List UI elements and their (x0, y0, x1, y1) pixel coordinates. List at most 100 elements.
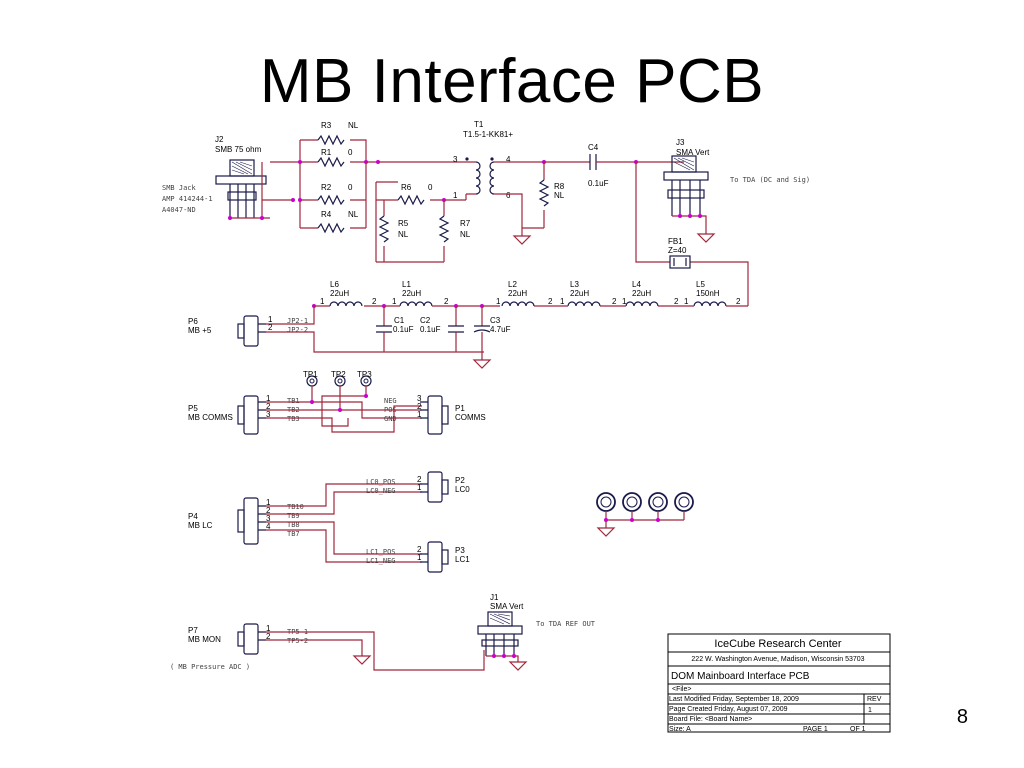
p6-pin1: 1 (268, 315, 273, 324)
p3-net-1: LC1_POS (366, 548, 396, 556)
title-block-size: Size: A (669, 726, 691, 733)
p1-pin2: 2 (417, 402, 422, 411)
p6-connector: 1 2 JP2-1 JP2-2 P6 MB +5 (188, 306, 484, 353)
l6-inductor (329, 301, 363, 307)
t1-value: T1.5-1-KK81+ (463, 130, 513, 139)
c1-value: 0.1uF (393, 325, 414, 334)
j1-ref: J1 (490, 593, 499, 602)
p6-ref: P6 (188, 317, 198, 326)
r6-resistor (397, 194, 425, 206)
title-block: IceCube Research Center 222 W. Washingto… (667, 633, 891, 733)
j2-ref: J2 (215, 135, 224, 144)
p1-pin1: 1 (417, 410, 422, 419)
j3-ref: J3 (676, 138, 685, 147)
p7-ref: P7 (188, 626, 198, 635)
r8-resistor (538, 179, 550, 207)
r8-ref: R8 (554, 182, 565, 191)
l3-pin1: 1 (560, 297, 565, 306)
c1-ref: C1 (394, 316, 405, 325)
p7-net-2: TP5-2 (287, 637, 308, 645)
l3-inductor (567, 301, 601, 307)
p2-net-1: LC0_POS (366, 478, 396, 486)
fb1-ferrite (669, 255, 691, 269)
tp1-label: TP1 (303, 370, 318, 379)
l5-inductor (693, 301, 727, 307)
r4-ref: R4 (321, 210, 332, 219)
p5-net-3: TB3 (287, 415, 300, 423)
l3-ref: L3 (570, 280, 579, 289)
p3-value: LC1 (455, 555, 470, 564)
p4-ref: P4 (188, 512, 198, 521)
t1-ref: T1 (474, 120, 484, 129)
r2-value: 0 (348, 183, 353, 192)
c4-value: 0.1uF (588, 179, 609, 188)
p4-value: MB LC (188, 521, 213, 530)
c3-ref: C3 (490, 316, 501, 325)
j3-connector (663, 155, 709, 216)
j2-value: SMB 75 ohm (215, 145, 262, 154)
r1-ref: R1 (321, 148, 332, 157)
input-network: J2 SMB 75 ohm SMB Jack AMP 414244-1 A404… (162, 120, 810, 306)
j2-note-3: A4047-ND (162, 206, 196, 214)
p4-net-2: TB9 (287, 512, 300, 520)
t1-pin3: 3 (453, 155, 458, 164)
r3-resistor (317, 134, 345, 146)
c3-value: 4.7uF (490, 325, 511, 334)
r4-value: NL (348, 210, 359, 219)
r3-value: NL (348, 121, 359, 130)
p4-pin2: 2 (266, 506, 271, 515)
p2-ref: P2 (455, 476, 465, 485)
p6-value: MB +5 (188, 326, 212, 335)
r6-ref: R6 (401, 183, 412, 192)
p3-pin2: 2 (417, 545, 422, 554)
p7-value: MB MON (188, 635, 221, 644)
l5-value: 150nH (696, 289, 720, 298)
l5-pin2: 2 (736, 297, 741, 306)
p6-net-2: JP2-2 (287, 326, 308, 334)
l4-value: 22uH (632, 289, 651, 298)
r7-ref: R7 (460, 219, 471, 228)
l2-ref: L2 (508, 280, 517, 289)
l1-value: 22uH (402, 289, 421, 298)
tp2-label: TP2 (331, 370, 346, 379)
t1-transformer (465, 157, 495, 195)
l6-pin2: 2 (372, 297, 377, 306)
p2-pin1: 1 (417, 483, 422, 492)
p7-note: ( MB Pressure ADC ) (170, 663, 250, 671)
p5-pin3: 3 (266, 410, 271, 419)
r7-value: NL (460, 230, 471, 239)
r2-ref: R2 (321, 183, 332, 192)
p5-pin2: 2 (266, 402, 271, 411)
p4-net-1: TB10 (287, 503, 304, 511)
l3-value: 22uH (570, 289, 589, 298)
c2-ref: C2 (420, 316, 431, 325)
p7-pin2: 2 (266, 632, 271, 641)
p3-net-2: LC1_NEG (366, 557, 396, 565)
p2-value: LC0 (455, 485, 470, 494)
c4-ref: C4 (588, 143, 599, 152)
lc-section: 1 2 3 4 TB10 TB9 TB8 TB7 P4 MB LC 2 1 LC… (188, 471, 470, 573)
title-block-address: 222 W. Washington Avenue, Madison, Wisco… (691, 656, 864, 663)
title-block-rev-label: REV (867, 696, 882, 703)
page-number: 8 (956, 706, 968, 728)
fb1-ref: FB1 (668, 237, 683, 246)
l4-ref: L4 (632, 280, 641, 289)
l6-pin1: 1 (320, 297, 325, 306)
l2-inductor (501, 301, 535, 307)
l1-inductor (399, 301, 433, 307)
title-block-title: DOM Mainboard Interface PCB (671, 671, 810, 682)
l2-pin2: 2 (548, 297, 553, 306)
l2-value: 22uH (508, 289, 527, 298)
l5-pin1: 1 (684, 297, 689, 306)
l1-pin2: 2 (444, 297, 449, 306)
title-block-last-modified: Last Modified Friday, September 18, 2009 (669, 696, 799, 703)
l2-pin1: 1 (496, 297, 501, 306)
c2-capacitor (448, 325, 464, 333)
title-block-page-created: Page Created Friday, August 07, 2009 (669, 706, 788, 713)
l4-pin1: 1 (622, 297, 627, 306)
c3-capacitor (473, 325, 491, 333)
p4-pin1: 1 (266, 498, 271, 507)
l6-ref: L6 (330, 280, 339, 289)
monitor-section: 1 2 TP5-1 TP5-2 P7 MB MON ( MB Pressure … (170, 593, 596, 671)
